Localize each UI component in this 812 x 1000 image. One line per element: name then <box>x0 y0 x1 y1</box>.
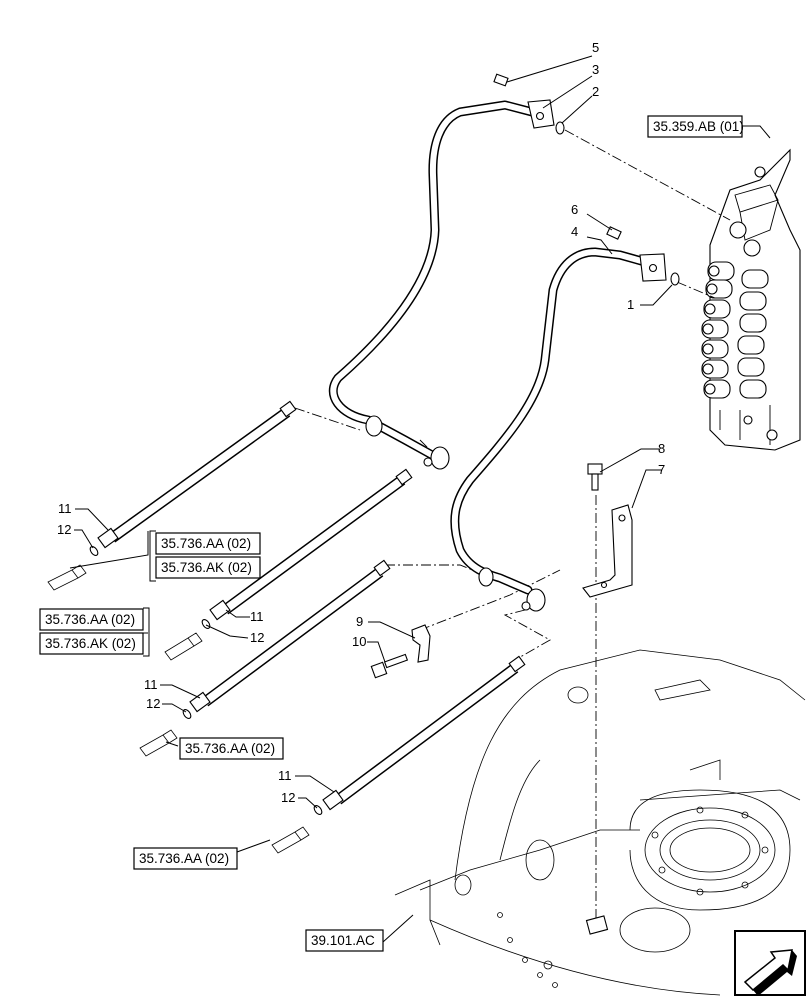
ref-hose2-35-736-ak[interactable]: 35.736.AK (02) <box>39 632 144 655</box>
adapter-fittings <box>47 564 310 854</box>
callout-11d: 11 <box>278 768 292 783</box>
callout-6: 6 <box>571 202 578 217</box>
callout-10: 10 <box>352 634 366 649</box>
ref-hose1-35-736-aa[interactable]: 35.736.AA (02) <box>155 532 261 555</box>
tube-3 <box>328 73 555 470</box>
callout-4: 4 <box>571 224 578 239</box>
valve-spools <box>701 261 769 399</box>
bolt-10 <box>370 653 409 679</box>
floor-mount <box>585 915 609 935</box>
callout-11c: 11 <box>144 677 158 692</box>
group-bracket-2 <box>143 607 150 657</box>
next-page-arrow-icon[interactable] <box>734 930 806 996</box>
o-ring-2 <box>555 121 565 135</box>
ref-frame-39-101-ac[interactable]: 39.101.AC <box>305 929 384 952</box>
svg-text:35.359.AB (01): 35.359.AB (01) <box>653 119 744 134</box>
bracket-7 <box>582 504 633 598</box>
svg-text:35.736.AA (02): 35.736.AA (02) <box>161 536 251 551</box>
callout-12b: 12 <box>250 630 264 645</box>
hose-4 <box>322 655 526 811</box>
control-valve-drawing <box>701 148 801 451</box>
tube-4 <box>450 226 667 612</box>
svg-text:35.736.AA (02): 35.736.AA (02) <box>45 612 135 627</box>
hose-1 <box>97 400 297 549</box>
svg-text:39.101.AC: 39.101.AC <box>311 933 375 948</box>
callout-1: 1 <box>627 297 634 312</box>
ref-hose1-35-736-ak[interactable]: 35.736.AK (02) <box>155 556 261 579</box>
group-bracket-1 <box>149 530 156 582</box>
callout-numbers: 5 3 2 6 4 1 8 7 9 10 11 12 11 12 11 12 1… <box>57 40 665 805</box>
ref-valve-35-359-ab[interactable]: 35.359.AB (01) <box>647 115 744 138</box>
callout-11a: 11 <box>58 501 72 516</box>
hose-2 <box>209 468 413 621</box>
callout-11b: 11 <box>250 609 264 624</box>
callout-3: 3 <box>592 62 599 77</box>
clamp-9 <box>411 624 431 663</box>
svg-text:35.736.AA (02): 35.736.AA (02) <box>185 741 275 756</box>
callout-12c: 12 <box>146 696 160 711</box>
callout-7: 7 <box>658 462 665 477</box>
ref-hose2-35-736-aa[interactable]: 35.736.AA (02) <box>39 608 144 631</box>
callout-5: 5 <box>592 40 599 55</box>
o-ring-12a <box>89 546 99 556</box>
svg-text:35.736.AA (02): 35.736.AA (02) <box>139 851 229 866</box>
ref-hose3-35-736-aa[interactable]: 35.736.AA (02) <box>179 737 284 760</box>
ref-hose4-35-736-aa[interactable]: 35.736.AA (02) <box>133 847 238 870</box>
alignment-lines <box>294 129 731 920</box>
o-ring-12b <box>201 619 211 629</box>
svg-text:35.736.AK (02): 35.736.AK (02) <box>161 560 252 575</box>
callout-12d: 12 <box>281 790 295 805</box>
machine-frame-outline <box>394 649 806 996</box>
hose-3 <box>189 559 391 713</box>
callout-9: 9 <box>356 614 363 629</box>
bolt-8 <box>587 463 603 491</box>
callout-8: 8 <box>658 441 665 456</box>
leader-lines <box>69 55 771 943</box>
callout-2: 2 <box>592 84 599 99</box>
svg-text:35.736.AK (02): 35.736.AK (02) <box>45 636 136 651</box>
callout-12a: 12 <box>57 522 71 537</box>
o-ring-1 <box>670 272 680 286</box>
